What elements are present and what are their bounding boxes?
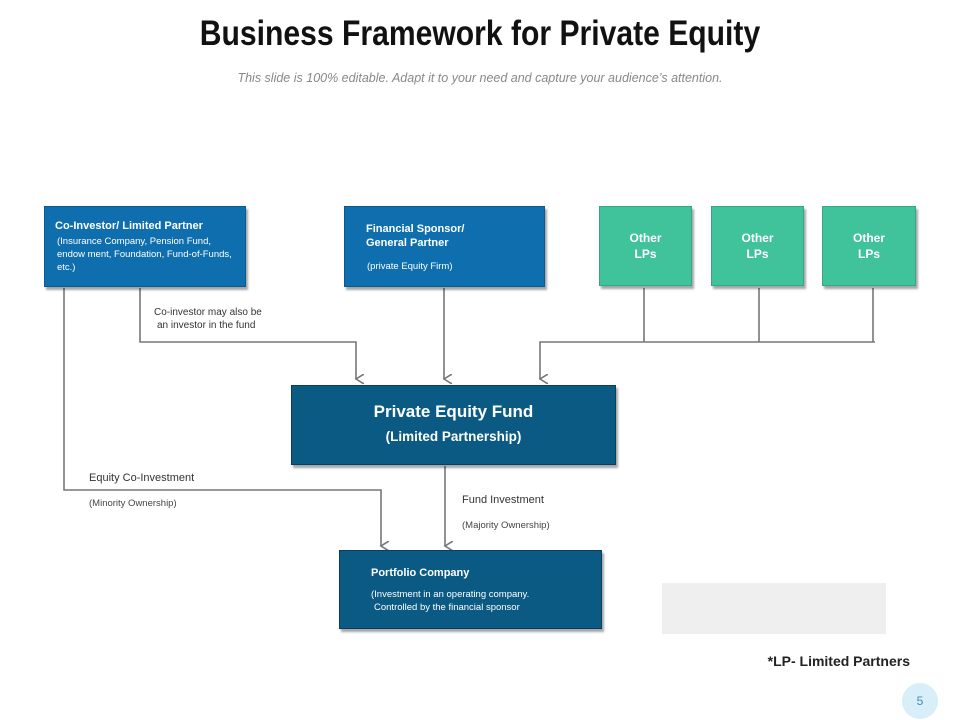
co-invest-note: Co-investor may also be an investor in t… xyxy=(154,306,262,332)
co-investor-heading: Co-Investor/ Limited Partner xyxy=(55,220,203,232)
financial-sponsor-box: Financial Sponsor/ General Partner (priv… xyxy=(344,206,545,287)
private-equity-fund-box: Private Equity Fund (Limited Partnership… xyxy=(291,385,616,465)
sponsor-heading-line1: Financial Sponsor/ xyxy=(366,223,465,235)
other-lp-3-line2: LPs xyxy=(857,247,880,261)
slide-title: Business Framework for Private Equity xyxy=(199,14,761,53)
sponsor-detail: (private Equity Firm) xyxy=(367,261,453,272)
portfolio-detail-line1: (Investment in an operating company. xyxy=(371,589,530,600)
co-invest-note-line1: Co-investor may also be xyxy=(154,307,262,318)
other-lp-box-3: Other LPs xyxy=(822,206,916,286)
fund-investment-sub: (Majority Ownership) xyxy=(462,520,550,531)
lp-footnote: *LP- Limited Partners xyxy=(767,653,910,669)
page-number: 5 xyxy=(902,683,938,719)
co-investor-to-fund-line xyxy=(139,288,356,379)
fund-title: Private Equity Fund xyxy=(373,402,534,421)
sponsor-heading-line2: General Partner xyxy=(366,237,449,249)
other-lp-3-line1: Other xyxy=(852,231,885,245)
fund-subtitle: (Limited Partnership) xyxy=(385,429,522,444)
other-lps-to-fund-line xyxy=(540,341,875,379)
other-lp-box-2: Other LPs xyxy=(711,206,804,286)
other-lp-1-line1: Other xyxy=(629,231,662,245)
blank-placeholder-box xyxy=(662,583,886,634)
other-lp-2-line2: LPs xyxy=(746,247,769,261)
co-invest-note-line2: an investor in the fund xyxy=(157,320,256,331)
fund-investment-label: Fund Investment xyxy=(462,494,544,506)
portfolio-company-box: Portfolio Company (Investment in an oper… xyxy=(339,550,602,629)
other-lp-1-line2: LPs xyxy=(634,247,657,261)
slide-subtitle: This slide is 100% editable. Adapt it to… xyxy=(237,71,723,85)
portfolio-detail-line2: Controlled by the financial sponsor xyxy=(374,602,520,613)
other-lp-box-1: Other LPs xyxy=(599,206,692,286)
co-investor-box: Co-Investor/ Limited Partner (Insurance … xyxy=(44,206,246,287)
co-investor-to-portfolio-line xyxy=(63,288,381,546)
portfolio-heading: Portfolio Company xyxy=(371,567,470,579)
equity-coinvest-sub: (Minority Ownership) xyxy=(89,498,177,509)
co-investor-detail: (Insurance Company, Pension Fund, endow … xyxy=(57,236,232,273)
other-lp-2-line1: Other xyxy=(741,231,774,245)
equity-coinvest-label: Equity Co-Investment xyxy=(89,472,195,484)
